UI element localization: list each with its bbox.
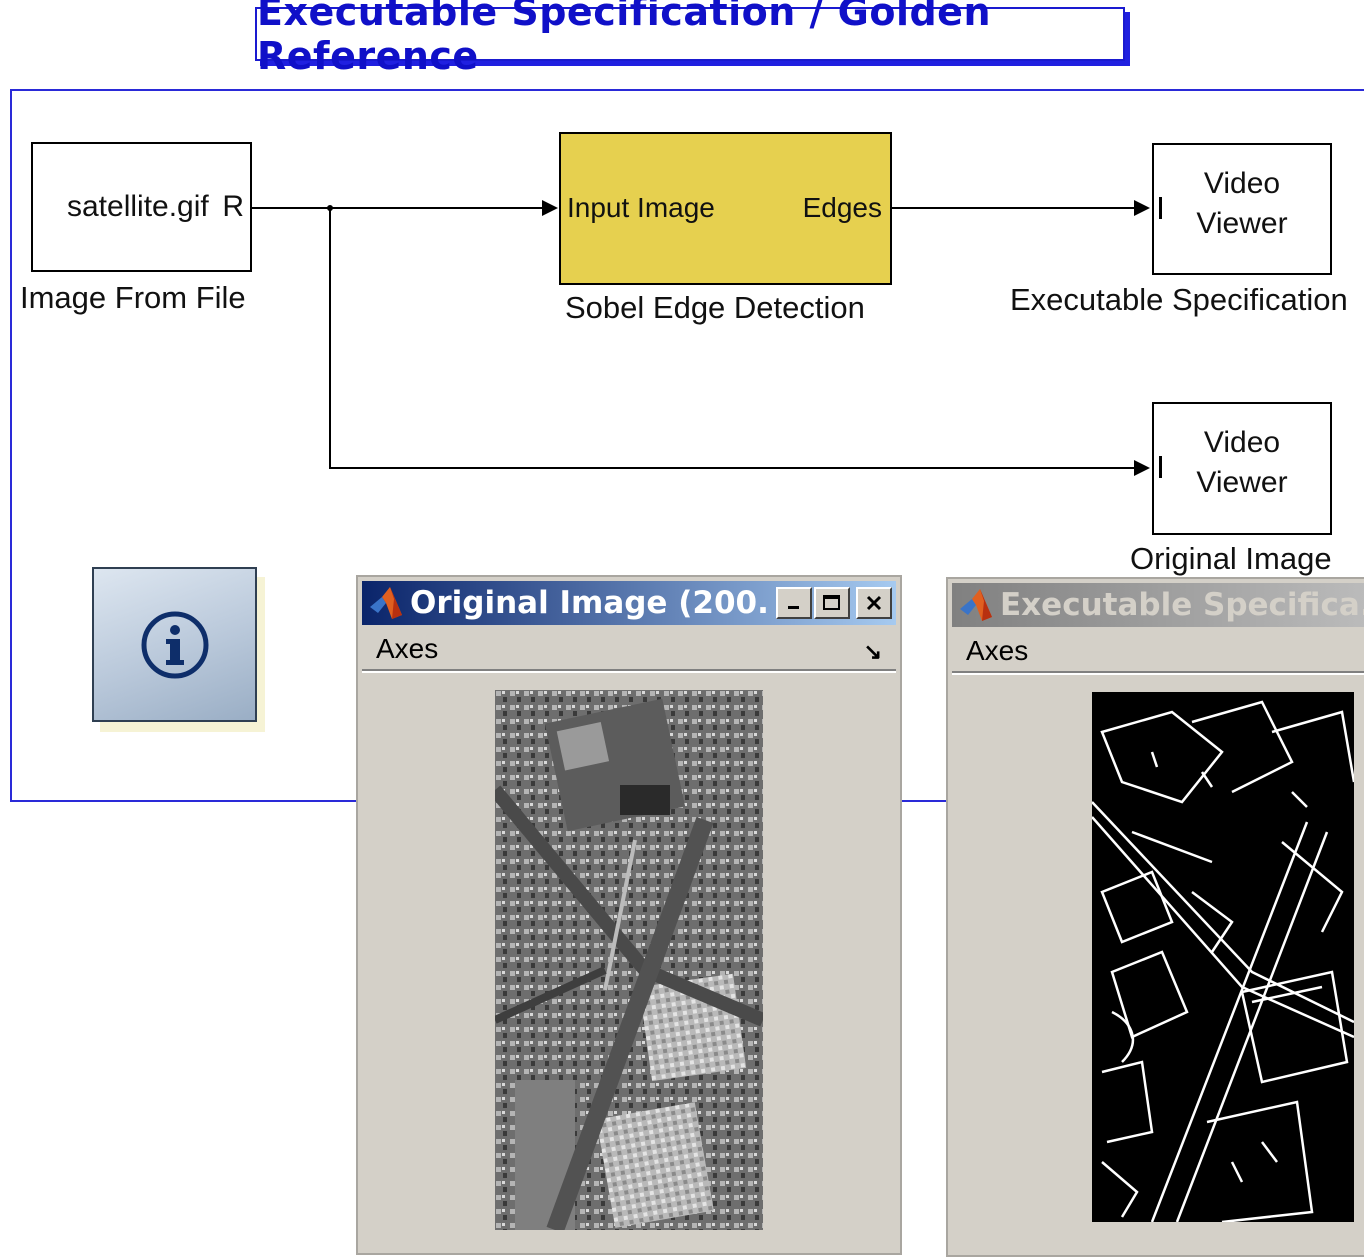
original-image-window-title: Original Image (200... <box>410 585 770 621</box>
original-satellite-image <box>495 690 763 1230</box>
executable-spec-window[interactable]: Executable Specifica... Axes <box>946 577 1364 1257</box>
viewer-exec-label: Executable Specification <box>1010 282 1348 317</box>
sobel-block-label: Sobel Edge Detection <box>565 290 865 325</box>
matlab-icon <box>370 587 402 619</box>
maximize-icon <box>823 595 840 610</box>
viewer-orig-line1: Video <box>1203 426 1281 459</box>
sobel-input-port-label: Input Image <box>567 192 715 223</box>
image-from-file-filename: satellite.gif <box>67 190 209 223</box>
executable-spec-window-title: Executable Specifica... <box>1000 587 1364 623</box>
signal-line-sobel-to-viewer[interactable] <box>892 207 1137 209</box>
close-button[interactable] <box>856 587 892 619</box>
viewer-orig-port <box>1159 456 1162 478</box>
video-viewer-original-block[interactable]: Video Viewer <box>1152 402 1332 535</box>
signal-line-branch-down[interactable] <box>329 207 331 469</box>
minimize-icon <box>788 606 799 609</box>
sobel-output-port-label: Edges <box>802 192 882 223</box>
info-icon <box>141 611 208 678</box>
model-title: Executable Specification / Golden Refere… <box>255 0 1125 78</box>
video-viewer-exec-block[interactable]: Video Viewer <box>1152 143 1332 275</box>
axes-menu[interactable]: Axes <box>966 635 1029 666</box>
executable-spec-titlebar[interactable]: Executable Specifica... <box>952 583 1364 627</box>
maximize-button[interactable] <box>814 587 850 619</box>
matlab-icon <box>960 589 992 621</box>
image-from-file-port-label: R <box>222 190 244 223</box>
viewer-exec-line2: Viewer <box>1196 207 1288 240</box>
executable-spec-menubar: Axes <box>952 631 1364 675</box>
info-button[interactable] <box>92 567 257 722</box>
viewer-orig-line2: Viewer <box>1196 466 1288 499</box>
signal-arrow-sobel <box>542 200 558 216</box>
original-image-titlebar[interactable]: Original Image (200... <box>362 581 896 625</box>
axes-menu[interactable]: Axes <box>376 633 439 664</box>
original-image-window[interactable]: Original Image (200... Axes ↘ <box>356 575 902 1255</box>
minimize-button[interactable] <box>776 587 812 619</box>
signal-arrow-exec-viewer <box>1134 200 1150 216</box>
viewer-orig-label: Original Image <box>1130 541 1332 576</box>
signal-line-file-to-sobel[interactable] <box>252 207 544 209</box>
dock-arrow-icon[interactable]: ↘ <box>863 639 882 664</box>
signal-line-to-original-viewer[interactable] <box>329 467 1137 469</box>
signal-arrow-original-viewer <box>1134 460 1150 476</box>
edges-output-image <box>1092 692 1354 1222</box>
image-from-file-label: Image From File <box>20 280 246 315</box>
close-icon <box>866 595 882 611</box>
original-image-menubar: Axes ↘ <box>362 629 896 673</box>
viewer-exec-line1: Video <box>1203 167 1281 200</box>
sobel-edge-detection-block[interactable]: Input Image Edges <box>559 132 892 285</box>
viewer-exec-port <box>1159 197 1162 219</box>
image-from-file-block[interactable]: satellite.gif R <box>31 142 252 272</box>
